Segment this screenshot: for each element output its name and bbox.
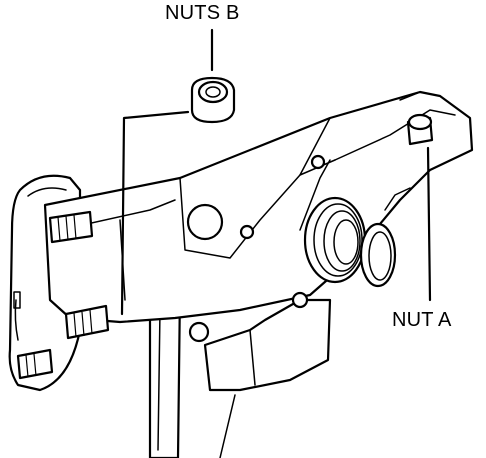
leader-nuts-b — [120, 28, 214, 316]
pivot-pin — [291, 154, 326, 309]
nut-a — [406, 113, 434, 146]
leader-nut-a — [426, 146, 432, 302]
nut-a-label: NUT A — [392, 309, 452, 331]
nut-b — [190, 76, 236, 124]
stud-bottom — [16, 348, 54, 380]
return-spring — [299, 159, 411, 288]
lower-flange — [188, 298, 332, 458]
stud-upper — [48, 210, 94, 244]
nuts-b-label: NUTS B — [165, 2, 240, 24]
stud-lower — [64, 304, 110, 340]
